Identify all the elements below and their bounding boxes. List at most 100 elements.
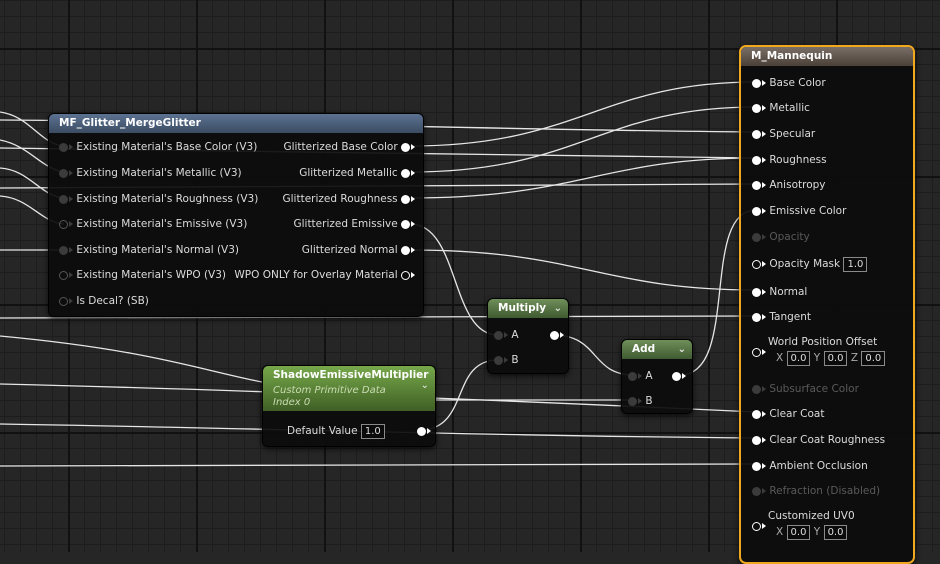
default-value-label: Default Value bbox=[287, 425, 358, 437]
mat-pin-clear-coat-roughness[interactable]: Clear Coat Roughness bbox=[752, 431, 885, 449]
wpo-y-field[interactable]: 0.0 bbox=[823, 350, 848, 366]
glitter-input-is-decal[interactable]: Is Decal? (SB) bbox=[59, 292, 149, 310]
uv0-y-field[interactable]: 0.0 bbox=[823, 524, 848, 540]
pin-label: Emissive Color bbox=[769, 205, 847, 217]
glitter-input-metallic[interactable]: Existing Material's Metallic (V3) bbox=[59, 164, 242, 182]
uv0-x-field[interactable]: 0.0 bbox=[786, 524, 811, 540]
pin-label: Subsurface Color bbox=[769, 383, 859, 395]
mat-pin-wpo[interactable] bbox=[752, 343, 766, 361]
glitter-output-normal[interactable]: Glitterized Normal bbox=[302, 241, 415, 259]
pin-label: Glitterized Normal bbox=[301, 244, 398, 256]
mat-pin-base-color[interactable]: Base Color bbox=[752, 74, 826, 92]
pin-label: Metallic bbox=[769, 102, 810, 114]
node-title: Multiply bbox=[498, 302, 547, 314]
mat-pin-metallic[interactable]: Metallic bbox=[752, 99, 810, 117]
multiply-node-title[interactable]: Multiply ⌄ bbox=[488, 299, 568, 318]
shadow-output[interactable] bbox=[417, 422, 431, 440]
pin-label: WPO ONLY for Overlay Material bbox=[234, 269, 398, 281]
mat-pin-anisotropy[interactable]: Anisotropy bbox=[752, 176, 826, 194]
wire bbox=[409, 106, 757, 173]
pin-label: A bbox=[645, 370, 653, 382]
shadow-node-header[interactable]: ShadowEmissiveMultiplier Custom Primitiv… bbox=[263, 366, 435, 411]
glitter-output-wpo[interactable]: WPO ONLY for Overlay Material bbox=[234, 266, 415, 284]
wire bbox=[409, 81, 757, 147]
multiply-node[interactable]: Multiply ⌄ A B bbox=[487, 298, 569, 374]
add-output[interactable] bbox=[672, 367, 686, 385]
chevron-down-icon[interactable]: ⌄ bbox=[677, 344, 686, 355]
glitter-input-roughness[interactable]: Existing Material's Roughness (V3) bbox=[59, 190, 258, 208]
pin-label: Existing Material's Base Color (V3) bbox=[76, 141, 258, 153]
wpo-z-field[interactable]: 0.0 bbox=[861, 350, 886, 366]
pin-label: B bbox=[645, 395, 653, 407]
glitter-node[interactable]: MF_Glitter_MergeGlitter Existing Materia… bbox=[48, 113, 424, 317]
mat-pin-ambient-occlusion[interactable]: Ambient Occlusion bbox=[752, 457, 868, 475]
pin-label: Existing Material's Metallic (V3) bbox=[76, 167, 242, 179]
pin-label: Existing Material's Normal (V3) bbox=[76, 244, 240, 256]
glitter-output-roughness[interactable]: Glitterized Roughness bbox=[282, 190, 415, 208]
pin-label: Tangent bbox=[769, 311, 812, 323]
pin-label: Customized UV0 bbox=[768, 510, 855, 522]
pin-label: Ambient Occlusion bbox=[769, 460, 868, 472]
mat-pin-roughness[interactable]: Roughness bbox=[752, 151, 827, 169]
pin-label: A bbox=[511, 329, 519, 341]
pin-label: Clear Coat bbox=[769, 408, 825, 420]
pin-label: Existing Material's Emissive (V3) bbox=[76, 218, 248, 230]
wire bbox=[409, 223, 499, 336]
axis-label: X bbox=[776, 526, 784, 538]
pin-label: Anisotropy bbox=[769, 179, 826, 191]
chevron-down-icon[interactable]: ⌄ bbox=[420, 380, 429, 391]
mat-pin-refraction: Refraction (Disabled) bbox=[752, 482, 880, 500]
pin-label: Glitterized Emissive bbox=[293, 218, 398, 230]
multiply-output[interactable] bbox=[550, 326, 564, 344]
mat-pin-opacity-mask[interactable]: Opacity Mask 1.0 bbox=[752, 255, 868, 273]
glitter-input-wpo[interactable]: Existing Material's WPO (V3) bbox=[59, 266, 226, 284]
glitter-output-metallic[interactable]: Glitterized Metallic bbox=[299, 164, 415, 182]
pin-label: Is Decal? (SB) bbox=[76, 295, 149, 307]
default-value-field[interactable]: 1.0 bbox=[360, 423, 385, 439]
pin-label: Refraction (Disabled) bbox=[769, 485, 881, 497]
multiply-input-a[interactable]: A bbox=[494, 326, 519, 344]
mat-pin-specular[interactable]: Specular bbox=[752, 125, 815, 143]
chevron-down-icon[interactable]: ⌄ bbox=[553, 303, 562, 314]
mat-pin-customized-uv0[interactable] bbox=[752, 517, 766, 535]
pin-label: World Position Offset bbox=[768, 336, 878, 348]
glitter-output-emissive[interactable]: Glitterized Emissive bbox=[293, 215, 415, 233]
material-node[interactable]: M_Mannequin Base Color Metallic Specular… bbox=[739, 45, 915, 564]
add-node[interactable]: Add ⌄ A B bbox=[621, 339, 693, 414]
pin-label: Specular bbox=[769, 128, 816, 140]
wire bbox=[409, 157, 757, 199]
mat-pin-normal[interactable]: Normal bbox=[752, 283, 807, 301]
glitter-node-title[interactable]: MF_Glitter_MergeGlitter bbox=[49, 114, 423, 133]
uv0-block: Customized UV0 X 0.0 Y 0.0 bbox=[768, 508, 855, 540]
shadow-default-value-row: Default Value 1.0 bbox=[287, 422, 385, 440]
wpo-x-field[interactable]: 0.0 bbox=[786, 350, 811, 366]
pin-label: Clear Coat Roughness bbox=[769, 434, 886, 446]
pin-label: Opacity Mask bbox=[769, 258, 841, 270]
opacity-mask-field[interactable]: 1.0 bbox=[843, 256, 868, 272]
node-index: Index 0 bbox=[273, 397, 311, 408]
mat-pin-opacity: Opacity bbox=[752, 228, 810, 246]
pin-label: B bbox=[511, 354, 519, 366]
shadow-emissive-node[interactable]: ShadowEmissiveMultiplier Custom Primitiv… bbox=[262, 365, 436, 447]
mat-pin-clear-coat[interactable]: Clear Coat bbox=[752, 405, 824, 423]
node-subtitle: Custom Primitive Data bbox=[273, 385, 386, 396]
mat-pin-subsurface: Subsurface Color bbox=[752, 380, 859, 398]
glitter-input-normal[interactable]: Existing Material's Normal (V3) bbox=[59, 241, 239, 259]
add-input-a[interactable]: A bbox=[628, 367, 653, 385]
pin-label: Normal bbox=[769, 286, 808, 298]
material-node-title[interactable]: M_Mannequin bbox=[741, 47, 913, 66]
glitter-input-base-color[interactable]: Existing Material's Base Color (V3) bbox=[59, 138, 257, 156]
mat-pin-tangent[interactable]: Tangent bbox=[752, 308, 811, 326]
glitter-input-emissive[interactable]: Existing Material's Emissive (V3) bbox=[59, 215, 247, 233]
node-title: ShadowEmissiveMultiplier bbox=[273, 369, 429, 381]
multiply-input-b[interactable]: B bbox=[494, 351, 519, 369]
add-node-title[interactable]: Add ⌄ bbox=[622, 340, 692, 359]
pin-label: Roughness bbox=[769, 154, 827, 166]
pin-label: Glitterized Roughness bbox=[282, 193, 398, 205]
axis-label: Z bbox=[850, 352, 859, 364]
mat-pin-emissive-color[interactable]: Emissive Color bbox=[752, 202, 846, 220]
glitter-output-base-color[interactable]: Glitterized Base Color bbox=[283, 138, 415, 156]
add-input-b[interactable]: B bbox=[628, 392, 653, 410]
pin-label: Glitterized Base Color bbox=[283, 141, 398, 153]
node-title: Add bbox=[632, 343, 656, 355]
